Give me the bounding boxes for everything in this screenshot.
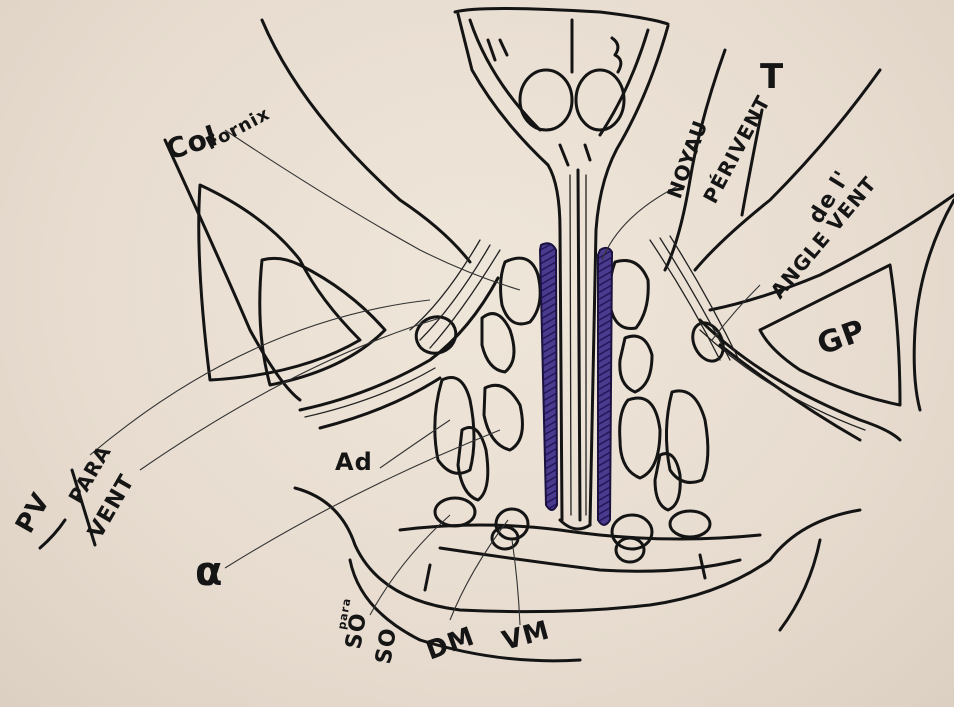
- label-vm: VM: [499, 615, 553, 656]
- label-periventr: PÉRIVENT: [698, 91, 775, 207]
- nuclei-purple: [540, 243, 612, 525]
- tracts: [410, 236, 740, 362]
- label-gp: GP: [813, 313, 871, 363]
- label-alpha: α: [195, 549, 223, 595]
- label-sd: SO: [341, 611, 372, 651]
- leader-lines: [90, 130, 760, 625]
- nuclei-outline: [458, 428, 680, 511]
- label-ad: Ad: [335, 448, 373, 476]
- label-dm: DM: [422, 621, 479, 666]
- label-sd2: SO: [371, 626, 402, 666]
- left-outlines: [165, 20, 498, 428]
- nuclei-grey: [501, 258, 649, 328]
- label-t: T: [760, 57, 784, 97]
- label-pv: PV: [10, 488, 57, 539]
